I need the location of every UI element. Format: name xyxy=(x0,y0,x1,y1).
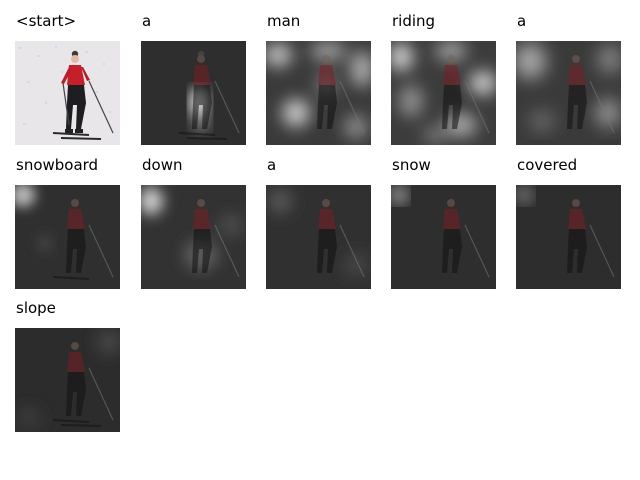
attention-map-a-3 xyxy=(266,185,371,289)
attention-map-man xyxy=(266,41,371,145)
token-label: riding xyxy=(392,12,436,30)
attention-map-riding xyxy=(391,41,496,145)
original-image xyxy=(15,41,120,145)
token-label: covered xyxy=(517,156,578,174)
token-label: a xyxy=(517,12,527,30)
attention-map-snowboard xyxy=(15,185,120,289)
token-label: a xyxy=(267,156,277,174)
token-label: snow xyxy=(392,156,431,174)
token-label: man xyxy=(267,12,301,30)
attention-map-down xyxy=(141,185,246,289)
token-label: a xyxy=(142,12,152,30)
attention-map-a-2 xyxy=(516,41,621,145)
token-label: slope xyxy=(16,299,56,317)
attention-map-covered xyxy=(516,185,621,289)
token-label: down xyxy=(142,156,183,174)
token-label: snowboard xyxy=(16,156,99,174)
token-label: <start> xyxy=(16,12,77,30)
attention-map-a xyxy=(141,41,246,145)
attention-map-snow xyxy=(391,185,496,289)
attention-map-slope xyxy=(15,328,120,432)
